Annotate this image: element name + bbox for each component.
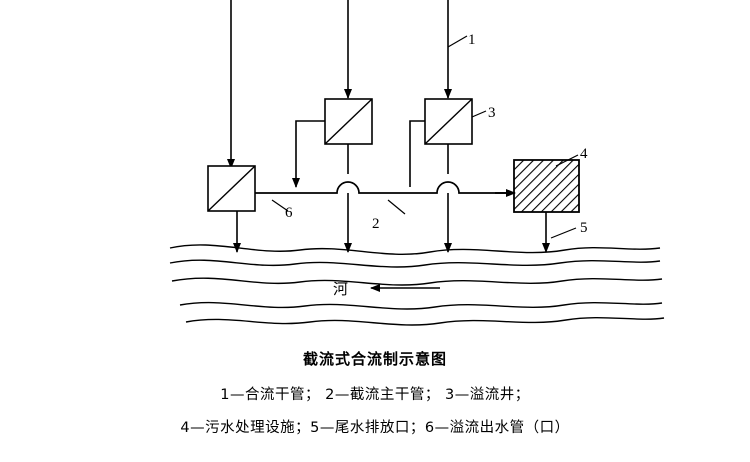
callout-3-label: 3	[488, 105, 496, 121]
caption-title: 截流式合流制示意图	[302, 350, 447, 368]
interceptor-trunk	[255, 181, 516, 197]
callout-2-label: 2	[372, 216, 380, 232]
overflow-well-middle	[324, 98, 373, 145]
callout-1-leader	[447, 35, 468, 48]
callout-6-label: 6	[285, 205, 293, 221]
callout-1-label: 1	[468, 32, 476, 48]
river-label: 河	[333, 280, 348, 298]
caption-legend-line-2: 4—污水处理设施；5—尾水排放口；6—溢流出水管（口）	[180, 420, 570, 436]
callout-4-leader	[555, 154, 579, 167]
callout-3-leader	[471, 110, 487, 118]
branch-pipe-left	[292, 120, 325, 188]
overflow-well-left	[207, 165, 256, 212]
branch-pipe-right	[409, 120, 425, 187]
combined-sewer-diagram: 1 3	[169, 0, 665, 326]
diagram-svg: 1 3	[169, 0, 665, 326]
treatment-facility	[513, 159, 580, 213]
caption-block: 截流式合流制示意图 1—合流干管； 2—截流主干管； 3—溢流井； 4—污水处理…	[0, 348, 750, 449]
river-bank-lines	[169, 244, 665, 326]
overflow-well-right	[424, 98, 473, 145]
caption-legend-line-1: 1—合流干管； 2—截流主干管； 3—溢流井；	[220, 387, 530, 403]
callout-4-label: 4	[580, 146, 588, 162]
callout-5-leader	[550, 227, 577, 239]
callout-5-label: 5	[580, 220, 588, 236]
callout-6-leader	[271, 199, 289, 212]
callout-2-leader	[387, 199, 406, 215]
